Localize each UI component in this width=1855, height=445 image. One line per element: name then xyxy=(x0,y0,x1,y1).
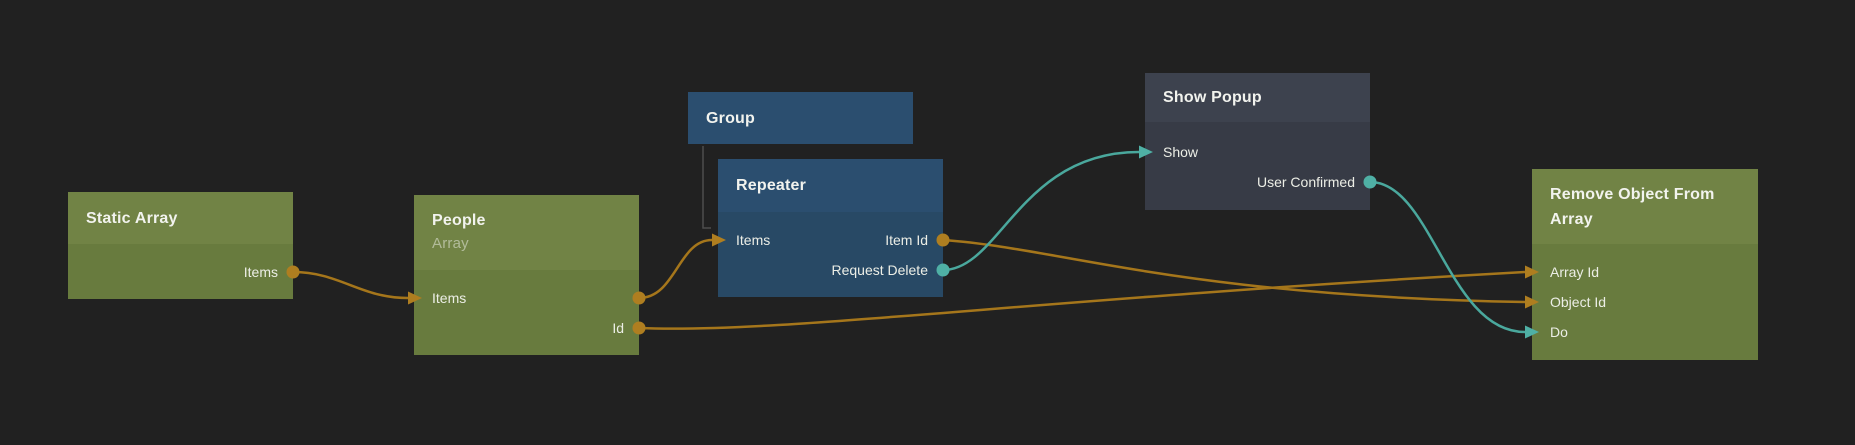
input-label-do: Do xyxy=(1550,324,1568,340)
node-header: Repeater xyxy=(718,159,943,212)
hierarchy-line-group-repeater xyxy=(702,146,711,229)
port-row-do: Do xyxy=(1532,317,1758,347)
node-title: Show Popup xyxy=(1163,89,1262,106)
wire-showpopup-userconfirmed-to-remove-do[interactable] xyxy=(1369,180,1526,334)
node-group[interactable]: Group xyxy=(688,92,913,144)
node-header: Static Array xyxy=(68,192,293,244)
node-static-array[interactable]: Static Array Items xyxy=(68,192,293,299)
input-label-items: Items xyxy=(736,232,771,248)
node-header: Group xyxy=(688,92,913,144)
output-label-items: Items xyxy=(243,264,278,280)
output-label-request-delete: Request Delete xyxy=(831,262,928,278)
wire-staticarray-items-to-people-items[interactable] xyxy=(292,270,409,300)
input-label-show: Show xyxy=(1163,144,1199,160)
port-row-items-itemid: Items Item Id xyxy=(718,225,943,255)
node-title: Remove Object From Array xyxy=(1550,186,1715,228)
input-label-object-id: Object Id xyxy=(1550,294,1607,310)
port-row-id: Id xyxy=(414,313,639,343)
port-row-user-confirmed: User Confirmed xyxy=(1145,167,1370,197)
node-header: People Array xyxy=(414,195,639,270)
port-row-items: Items xyxy=(414,283,639,313)
port-row-show: Show xyxy=(1145,137,1370,167)
node-title: Repeater xyxy=(736,177,807,194)
node-body: Show User Confirmed xyxy=(1145,122,1370,210)
node-people[interactable]: People Array Items Id xyxy=(414,195,639,355)
node-subtitle: Array xyxy=(432,235,469,252)
node-header: Show Popup xyxy=(1145,73,1370,122)
port-row-items: Items xyxy=(68,257,293,287)
output-label-item-id: Item Id xyxy=(885,232,928,248)
node-title: People xyxy=(432,212,486,229)
node-repeater[interactable]: Repeater Items Item Id Request Delete xyxy=(718,159,943,297)
port-row-object-id: Object Id xyxy=(1532,287,1758,317)
wire-repeater-requestdelete-to-showpopup-show[interactable] xyxy=(942,150,1140,272)
node-title: Static Array xyxy=(86,209,178,227)
port-row-array-id: Array Id xyxy=(1532,257,1758,287)
output-label-id: Id xyxy=(612,320,624,336)
node-body: Items xyxy=(68,244,293,299)
node-body: Items Id xyxy=(414,270,639,355)
node-body: Items Item Id Request Delete xyxy=(718,212,943,297)
node-remove-object-from-array[interactable]: Remove Object From Array Array Id Object… xyxy=(1532,169,1758,360)
input-label-items: Items xyxy=(432,290,467,306)
wire-repeater-itemid-to-remove-object-id[interactable] xyxy=(942,238,1526,304)
node-show-popup[interactable]: Show Popup Show User Confirmed xyxy=(1145,73,1370,210)
port-row-request-delete: Request Delete xyxy=(718,255,943,285)
node-header: Remove Object From Array xyxy=(1532,169,1758,244)
output-label-user-confirmed: User Confirmed xyxy=(1256,174,1355,190)
node-body: Array Id Object Id Do xyxy=(1532,244,1758,360)
input-label-array-id: Array Id xyxy=(1550,264,1600,280)
node-title: Group xyxy=(706,109,755,127)
wire-people-items-to-repeater-items[interactable] xyxy=(638,238,713,300)
